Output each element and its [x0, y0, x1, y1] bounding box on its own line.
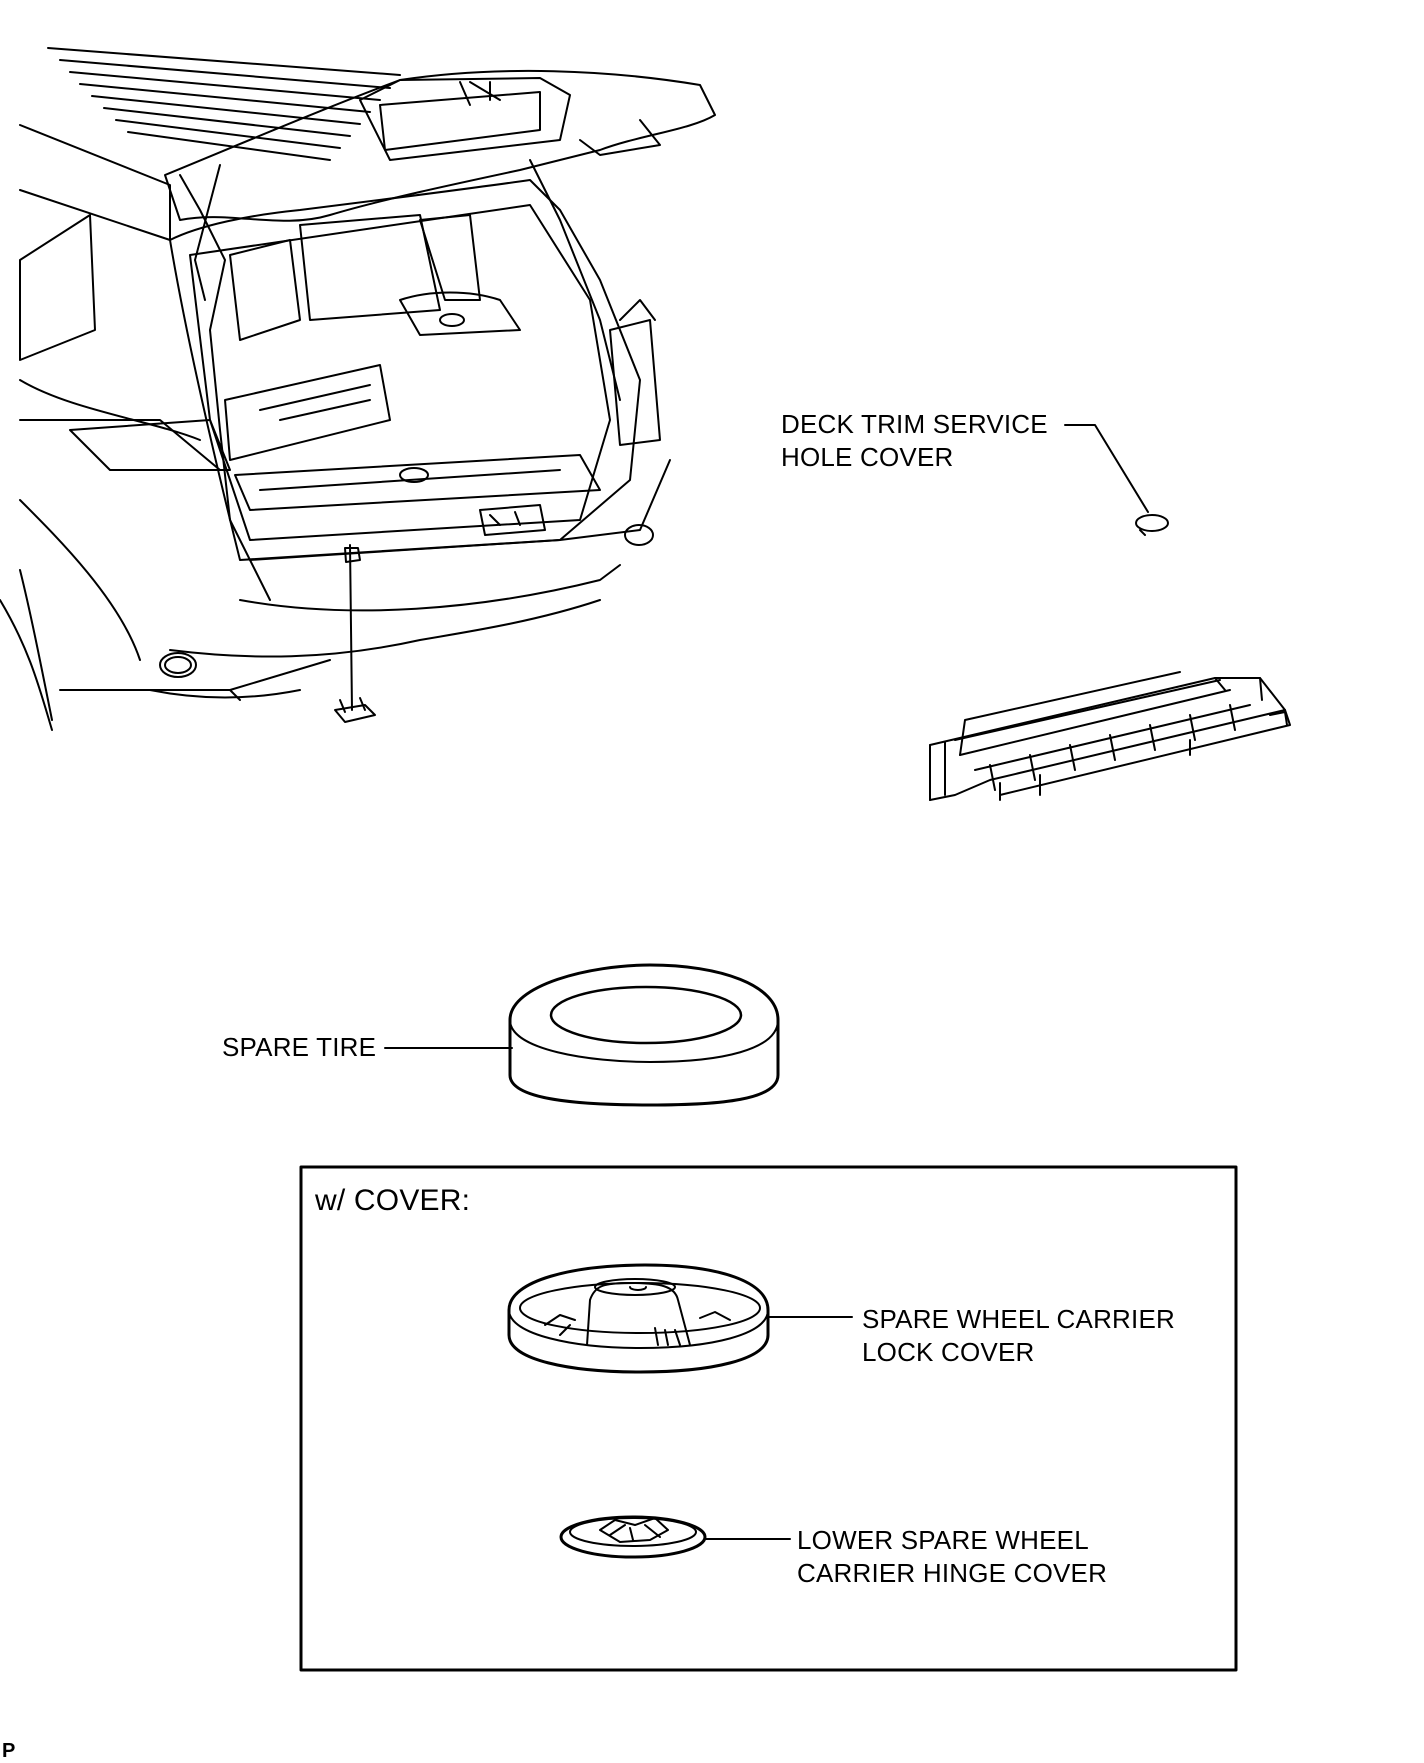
- spare-tire-label: SPARE TIRE: [222, 1032, 377, 1062]
- cover-box-heading: w/ COVER:: [315, 1184, 471, 1217]
- deck-trim-service-hole-cover-illustration: [1135, 514, 1169, 536]
- deck-trim-label-line1: DECK TRIM SERVICE: [781, 409, 1048, 439]
- hinge-cover-label-line1: LOWER SPARE WHEEL: [797, 1525, 1089, 1555]
- lock-cover-label-line2: LOCK COVER: [862, 1337, 1035, 1367]
- cover-options-box: [299, 1165, 1238, 1672]
- spare-wheel-carrier-lock-cover-illustration: [507, 1263, 770, 1374]
- deck-trim-tray-illustration: [929, 671, 1291, 801]
- spare-tire-illustration: [508, 963, 780, 1107]
- deck-trim-label-line2: HOLE COVER: [781, 442, 954, 472]
- deck-trim-leader-line: [1064, 424, 1149, 513]
- hinge-cover-label-line2: CARRIER HINGE COVER: [797, 1558, 1108, 1588]
- lower-spare-wheel-carrier-hinge-cover-illustration: [559, 1515, 707, 1559]
- vehicle-rear-illustration: [0, 47, 716, 731]
- corner-mark: P: [2, 1740, 16, 1762]
- lock-cover-label-line1: SPARE WHEEL CARRIER: [862, 1304, 1175, 1334]
